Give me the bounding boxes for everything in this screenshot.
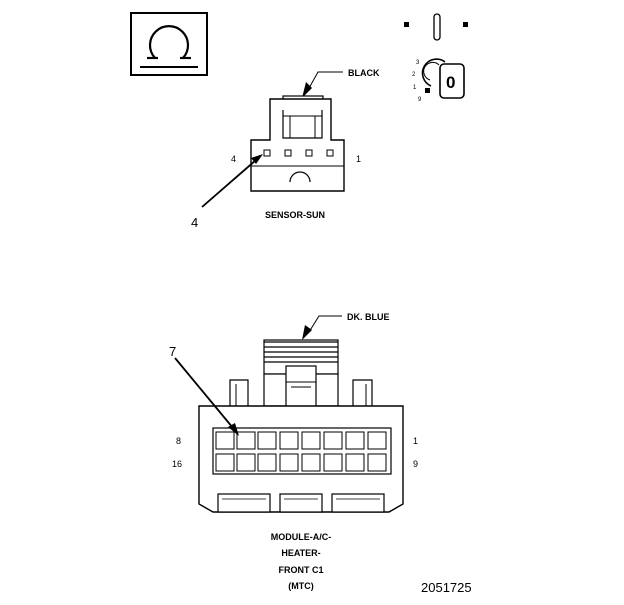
module-cavities-row-1	[215, 431, 387, 450]
sensor-name: SENSOR-SUN	[265, 210, 325, 220]
module-connector: DK. BLUE	[169, 312, 418, 591]
sensor-pin-right: 1	[356, 154, 361, 164]
module-pin-8: 8	[176, 436, 181, 446]
omega-key-symbol: Ω	[130, 12, 208, 76]
module-name-line-2: HEATER-	[281, 548, 320, 558]
sensor-pin-left: 4	[231, 154, 236, 164]
key-pos-9: 9	[418, 97, 422, 103]
module-pin-9: 9	[413, 459, 418, 469]
ignition-key-icon: 0 3 2 1 9	[404, 13, 468, 103]
sensor-callout-number: 4	[191, 215, 198, 230]
module-name-line-3: FRONT C1	[279, 565, 324, 575]
module-callout-number: 7	[169, 344, 176, 359]
module-color-label: DK. BLUE	[347, 312, 390, 322]
key-pos-3: 3	[416, 60, 420, 66]
sensor-sun-connector: BLACK 4 1 4 SENSOR-SUN	[191, 68, 380, 230]
module-name-line-4: (MTC)	[288, 581, 314, 591]
figure-number: 2051725	[421, 580, 472, 595]
module-pin-1: 1	[413, 436, 418, 446]
key-pos-2: 2	[412, 72, 416, 78]
module-cavities-row-2	[215, 453, 387, 472]
key-letter: 0	[446, 73, 455, 92]
sensor-color-label: BLACK	[348, 68, 380, 78]
module-name-line-1: MODULE-A/C-	[271, 532, 332, 542]
key-pos-1: 1	[413, 85, 417, 91]
module-pin-16: 16	[172, 459, 182, 469]
